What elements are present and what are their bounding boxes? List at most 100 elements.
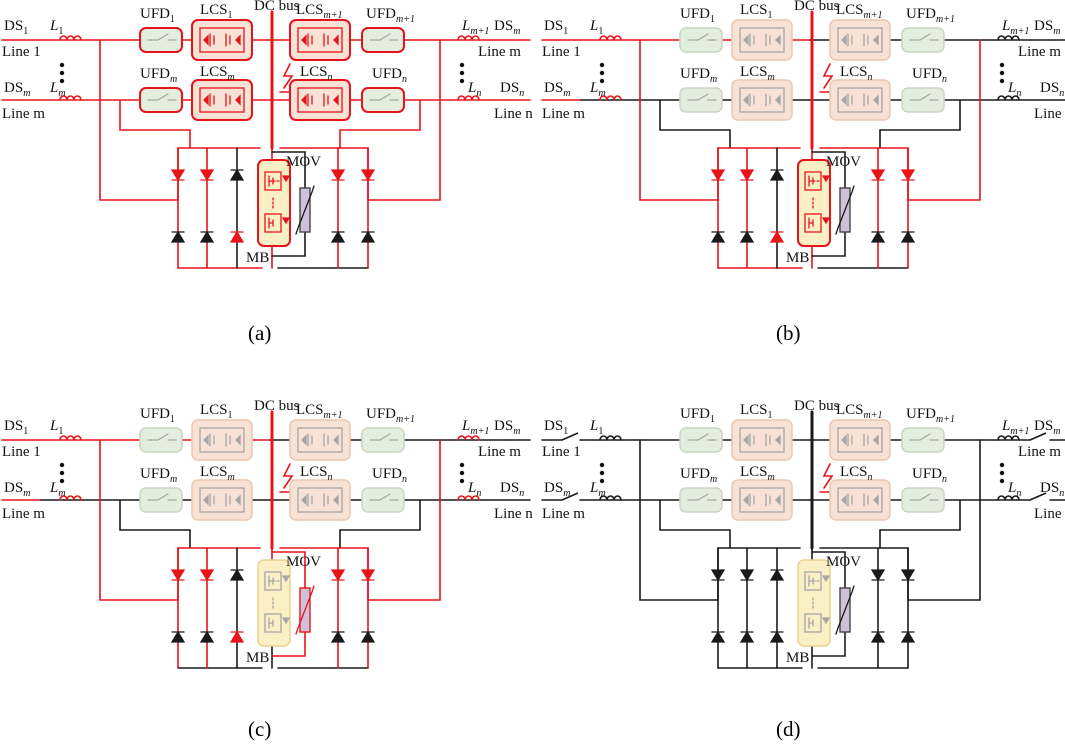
label-ufdn: UFDn	[912, 66, 947, 85]
label-l1: L1	[49, 18, 63, 37]
ellipsis-dot	[459, 70, 465, 76]
label-lcs1: LCS1	[740, 402, 773, 421]
ellipsis-dot	[999, 70, 1005, 76]
label-ds1: DS1	[544, 18, 568, 37]
label-lcsn: LCSn	[840, 464, 873, 483]
label-line1: Line 1	[542, 444, 581, 460]
label-ds1: DS1	[4, 18, 28, 37]
label-lm1: Lm+1	[1001, 18, 1029, 37]
label-ufdm1: UFDm+1	[366, 6, 415, 25]
label-l1: L1	[49, 418, 63, 437]
caption-b: (b)	[776, 321, 801, 345]
label-ufd1: UFD1	[140, 6, 175, 25]
label-lcs1: LCS1	[200, 402, 233, 421]
label-linem-right: Line m	[478, 444, 521, 460]
label-line1: Line 1	[2, 444, 41, 460]
label-lm1: Lm+1	[461, 18, 489, 37]
label-ufdm1: UFDm+1	[906, 6, 955, 25]
label-ufd1: UFD1	[680, 6, 715, 25]
ellipsis-dot	[999, 470, 1005, 476]
ellipsis-dot	[459, 478, 465, 484]
label-ufdn: UFDn	[372, 466, 407, 485]
label-linen: Line n	[494, 506, 533, 522]
label-lm1: Lm+1	[1001, 418, 1029, 437]
label-dsn: DSn	[500, 480, 524, 499]
ellipsis-dot	[59, 70, 65, 76]
label-linem: Line m	[2, 506, 45, 522]
label-linen: Line n	[1034, 506, 1065, 522]
label-dsm1: DSm	[1034, 418, 1060, 437]
circuit-b	[541, 10, 1065, 269]
label-mb: MB	[786, 250, 809, 266]
label-ufdn: UFDn	[912, 466, 947, 485]
ellipsis-dot	[59, 478, 65, 484]
label-lcsm: LCSm	[740, 464, 775, 483]
ellipsis-dot	[599, 78, 605, 84]
label-mb: MB	[786, 650, 809, 666]
caption-a: (a)	[248, 321, 271, 345]
label-lm: Lm	[49, 480, 66, 499]
label-lcsm: LCSm	[200, 64, 235, 83]
label-ds1: DS1	[4, 418, 28, 437]
ellipsis-dot	[59, 470, 65, 476]
label-linem: Line m	[542, 106, 585, 122]
label-linen: Line n	[1034, 106, 1065, 122]
label-linem-right: Line m	[478, 44, 521, 60]
label-linem: Line m	[542, 506, 585, 522]
label-lcsm1: LCSm+1	[836, 2, 883, 21]
ellipsis-dot	[999, 462, 1005, 468]
label-linen: Line n	[494, 106, 533, 122]
label-l1: L1	[589, 418, 603, 437]
label-mov: MOV	[826, 554, 861, 570]
label-linem-right: Line m	[1018, 44, 1061, 60]
label-dsm1: DSm	[494, 18, 520, 37]
label-lcsm: LCSm	[740, 64, 775, 83]
label-lcsm1: LCSm+1	[296, 402, 343, 421]
label-ln: Ln	[467, 80, 481, 99]
label-dsm: DSm	[544, 80, 570, 99]
ellipsis-dot	[599, 62, 605, 68]
label-mov: MOV	[826, 154, 861, 170]
label-dsm: DSm	[4, 480, 30, 499]
ellipsis-dot	[459, 470, 465, 476]
label-ufd1: UFD1	[680, 406, 715, 425]
label-lcsn: LCSn	[840, 64, 873, 83]
label-ln: Ln	[1007, 480, 1021, 499]
label-ufdm1: UFDm+1	[906, 406, 955, 425]
ellipsis-dot	[599, 70, 605, 76]
label-lcsn: LCSn	[300, 464, 333, 483]
label-ufdn: UFDn	[372, 66, 407, 85]
caption-d: (d)	[776, 717, 801, 741]
label-linem-right: Line m	[1018, 444, 1061, 460]
label-dc-bus: DC bus	[254, 398, 300, 414]
circuit-a	[1, 10, 531, 269]
label-ufdm: UFDm	[140, 466, 177, 485]
ellipsis-dot	[459, 462, 465, 468]
label-linem: Line m	[2, 106, 45, 122]
ellipsis-dot	[999, 62, 1005, 68]
disconnect-switch	[1029, 492, 1047, 501]
disconnect-switch	[561, 432, 579, 441]
ellipsis-dot	[59, 78, 65, 84]
label-lcsm: LCSm	[200, 464, 235, 483]
label-line1: Line 1	[542, 44, 581, 60]
ellipsis-dot	[59, 62, 65, 68]
label-lm: Lm	[589, 480, 606, 499]
ellipsis-dot	[999, 78, 1005, 84]
label-dc-bus: DC bus	[254, 0, 300, 14]
circuit-c	[1, 410, 531, 669]
label-lcsn: LCSn	[300, 64, 333, 83]
label-mov: MOV	[286, 154, 321, 170]
circuit-d	[541, 410, 1065, 669]
label-lm: Lm	[589, 80, 606, 99]
ellipsis-dot	[459, 62, 465, 68]
label-ufd1: UFD1	[140, 406, 175, 425]
disconnect-switch	[1029, 432, 1047, 441]
label-lcs1: LCS1	[740, 2, 773, 21]
label-mb: MB	[246, 250, 269, 266]
